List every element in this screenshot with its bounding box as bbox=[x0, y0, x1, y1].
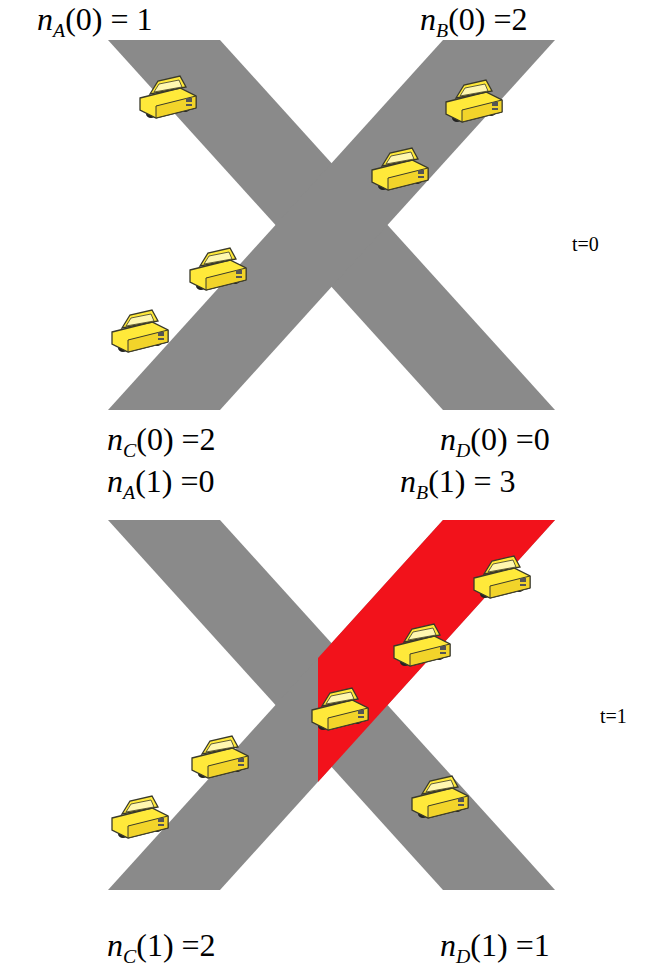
car-side bbox=[128, 816, 168, 838]
car-window bbox=[126, 800, 154, 812]
car-roof bbox=[202, 736, 238, 754]
car-side bbox=[128, 330, 168, 352]
car-body bbox=[140, 88, 196, 118]
grille bbox=[520, 584, 526, 586]
car-icon bbox=[192, 736, 248, 778]
grille bbox=[158, 824, 164, 826]
car-window bbox=[326, 692, 354, 704]
car-icon bbox=[394, 624, 450, 666]
time-label: t=0 bbox=[572, 232, 599, 256]
car-window bbox=[126, 314, 154, 326]
grille bbox=[458, 804, 464, 806]
headlight bbox=[440, 646, 446, 650]
grille bbox=[186, 104, 192, 106]
car-side bbox=[388, 168, 428, 190]
car-window bbox=[488, 560, 516, 572]
headlight bbox=[358, 710, 364, 714]
headlight bbox=[186, 98, 192, 102]
car-roof bbox=[456, 80, 492, 98]
car-icon bbox=[372, 148, 428, 190]
grille bbox=[158, 338, 164, 340]
headlight bbox=[520, 578, 526, 582]
car-icon bbox=[474, 556, 530, 598]
car-icon bbox=[190, 248, 246, 290]
count-label: nB(1) = 3 bbox=[400, 462, 515, 505]
count-label: nD(1) =1 bbox=[440, 926, 550, 969]
car-roof bbox=[122, 310, 158, 328]
time-label: t=1 bbox=[600, 704, 627, 728]
count-label: nC(0) =2 bbox=[107, 420, 216, 463]
car-side bbox=[328, 708, 368, 730]
car-roof bbox=[382, 148, 418, 166]
car-icon bbox=[112, 796, 168, 838]
car-side bbox=[156, 96, 196, 118]
car-icon bbox=[140, 76, 196, 118]
count-label: nD(0) =0 bbox=[440, 420, 550, 463]
car-side bbox=[490, 576, 530, 598]
car-roof bbox=[404, 624, 440, 642]
car-icon bbox=[112, 310, 168, 352]
car-body bbox=[394, 636, 450, 666]
road-band bbox=[108, 520, 555, 890]
intersection-t0 bbox=[108, 40, 555, 410]
car-body bbox=[412, 788, 468, 818]
car-body bbox=[474, 568, 530, 598]
count-label: nA(0) = 1 bbox=[37, 0, 152, 43]
car-side bbox=[206, 268, 246, 290]
headlight bbox=[238, 758, 244, 762]
car-roof bbox=[484, 556, 520, 574]
car-window bbox=[426, 780, 454, 792]
car-side bbox=[462, 100, 502, 122]
car-window bbox=[204, 252, 232, 264]
headlight bbox=[492, 102, 498, 106]
headlight bbox=[158, 332, 164, 336]
car-window bbox=[386, 152, 414, 164]
car-icon bbox=[412, 776, 468, 818]
car-roof bbox=[322, 688, 358, 706]
car-body bbox=[112, 322, 168, 352]
count-label: nC(1) =2 bbox=[107, 926, 216, 969]
grille bbox=[440, 652, 446, 654]
car-window bbox=[408, 628, 436, 640]
congested-road bbox=[318, 520, 555, 782]
grille bbox=[236, 276, 242, 278]
car-icon bbox=[312, 688, 368, 730]
car-body bbox=[312, 700, 368, 730]
grille bbox=[238, 764, 244, 766]
count-label: nB(0) =2 bbox=[420, 0, 527, 43]
road-band bbox=[108, 40, 555, 410]
car-body bbox=[112, 808, 168, 838]
headlight bbox=[458, 798, 464, 802]
car-window bbox=[460, 84, 488, 96]
intersection-t1 bbox=[108, 520, 555, 890]
grille bbox=[418, 176, 424, 178]
road-band bbox=[108, 40, 555, 410]
car-roof bbox=[200, 248, 236, 266]
car-body bbox=[190, 260, 246, 290]
count-label: nA(1) =0 bbox=[107, 462, 214, 505]
car-roof bbox=[150, 76, 186, 94]
car-body bbox=[446, 92, 502, 122]
car-side bbox=[428, 796, 468, 818]
car-body bbox=[372, 160, 428, 190]
headlight bbox=[158, 818, 164, 822]
car-window bbox=[154, 80, 182, 92]
car-window bbox=[206, 740, 234, 752]
car-body bbox=[192, 748, 248, 778]
grille bbox=[492, 108, 498, 110]
car-roof bbox=[122, 796, 158, 814]
road-band bbox=[108, 520, 555, 890]
car-side bbox=[208, 756, 248, 778]
headlight bbox=[418, 170, 424, 174]
grille bbox=[358, 716, 364, 718]
car-side bbox=[410, 644, 450, 666]
car-roof bbox=[422, 776, 458, 794]
car-icon bbox=[446, 80, 502, 122]
headlight bbox=[236, 270, 242, 274]
